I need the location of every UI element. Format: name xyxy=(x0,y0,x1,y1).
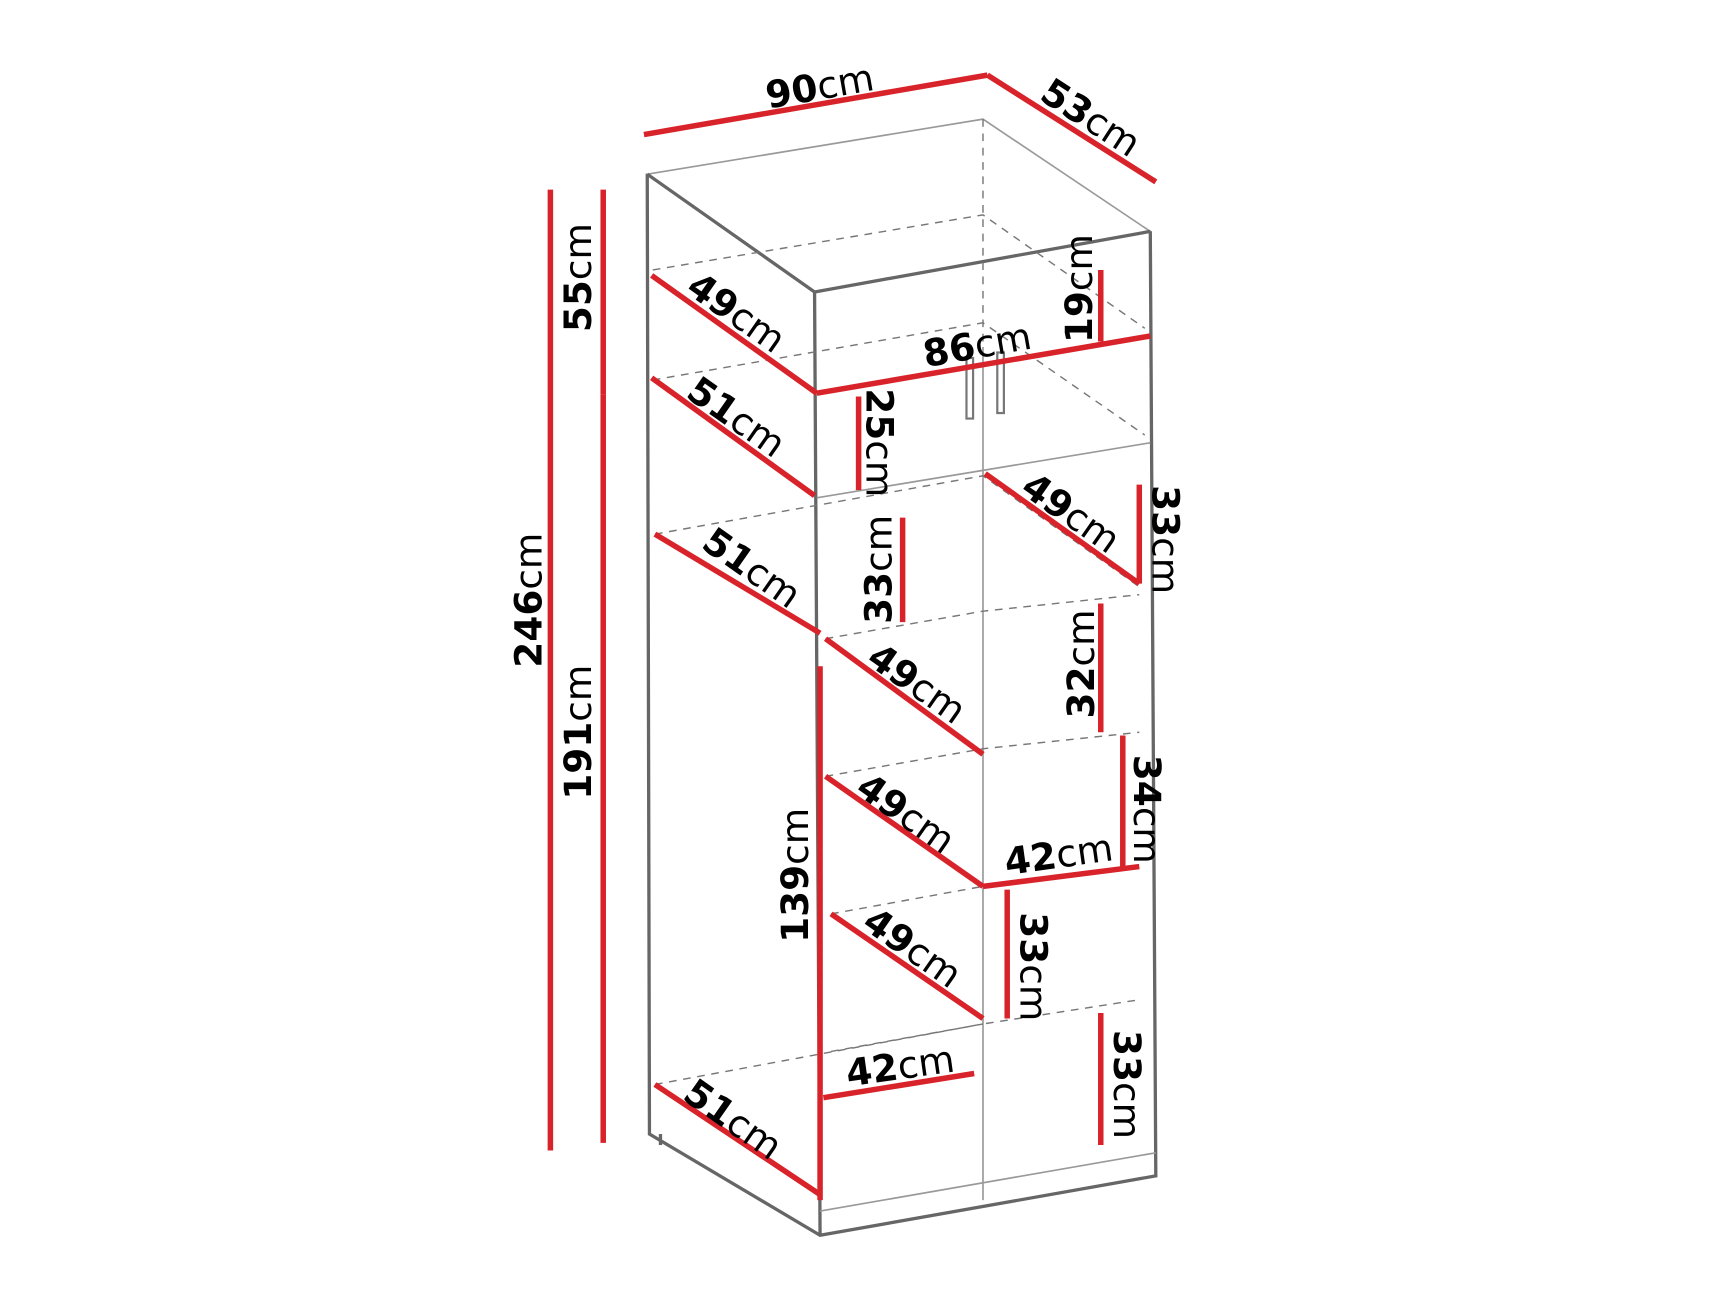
dimension-label-dimensions-4: 25cm xyxy=(858,388,902,497)
dimension-value: 246 xyxy=(506,590,550,668)
dimension-value: 32 xyxy=(1059,666,1103,718)
dimension-line-dimensions-13 xyxy=(982,863,1140,890)
dimension-value: 191 xyxy=(556,722,600,800)
dimension-label-dimensions-5: 49cm xyxy=(1014,463,1129,562)
dimension-unit: cm xyxy=(856,515,900,572)
dimension-value: 42 xyxy=(843,1044,901,1095)
dimension-unit: cm xyxy=(1105,1082,1149,1139)
dimension-unit: cm xyxy=(1012,964,1056,1021)
dimension-unit: cm xyxy=(858,440,902,497)
dimension-line-dimensions-12 xyxy=(823,774,985,889)
dimension-value: 139 xyxy=(772,865,816,943)
dimension-unit: cm xyxy=(1053,825,1116,877)
dimension-label-dimensions-1: 86cm xyxy=(920,313,1035,375)
dimension-value: 33 xyxy=(1012,912,1056,964)
dimension-line-overall-depth xyxy=(985,72,1158,185)
dimension-label-dimensions-3: 51cm xyxy=(679,367,794,466)
dimension-line-dimensions-0 xyxy=(650,273,819,396)
dimension-line-dimensions-7 xyxy=(653,531,822,636)
dimension-value: 34 xyxy=(1125,755,1169,807)
dimension-value: 55 xyxy=(556,280,600,332)
dimension-value: 90 xyxy=(762,65,821,117)
dimension-value: 42 xyxy=(1002,833,1060,884)
dimension-label-dimensions-2: 19cm xyxy=(1056,234,1100,343)
dimension-label-dimensions-16: 49cm xyxy=(856,898,971,997)
dimension-label-overall-height: 246cm xyxy=(506,533,550,668)
dimension-label-dimensions-12: 49cm xyxy=(849,763,964,862)
dimension-unit: cm xyxy=(895,1036,958,1088)
dimension-line-dimensions-5 xyxy=(983,471,1141,586)
dimension-unit: cm xyxy=(772,808,816,865)
dimension-value: 33 xyxy=(856,572,900,624)
dimension-unit: cm xyxy=(971,313,1035,366)
dimension-unit: cm xyxy=(1056,234,1100,291)
dimension-label-dimensions-11: 34cm xyxy=(1125,755,1169,864)
dimension-label-dimensions-14: 139cm xyxy=(772,808,816,943)
dimension-label-dimensions-0: 49cm xyxy=(679,263,794,362)
dimension-label-dimensions-17: 42cm xyxy=(843,1036,957,1095)
dimension-value: 25 xyxy=(858,388,902,440)
dimension-line-dimensions-19 xyxy=(653,1082,822,1197)
dimension-label-overall-width: 90cm xyxy=(762,55,877,117)
dimension-line-dimensions-1 xyxy=(816,333,1151,396)
dimension-unit: cm xyxy=(1059,609,1103,666)
dimension-label-dimensions-6: 33cm xyxy=(1144,485,1188,594)
dimension-unit: cm xyxy=(556,223,600,280)
dimension-label-dimensions-13: 42cm xyxy=(1002,825,1116,884)
dimension-label-dimensions-8: 33cm xyxy=(856,515,900,624)
dimension-unit: cm xyxy=(556,665,600,722)
dimension-line-overall-width xyxy=(643,72,988,138)
dimension-line-dimensions-17 xyxy=(822,1070,975,1101)
dimension-value: 33 xyxy=(1105,1030,1149,1082)
dimension-unit: cm xyxy=(506,533,550,590)
door-handle-right xyxy=(996,351,1005,415)
dimension-lines xyxy=(547,72,1158,1201)
dimension-line-dimensions-3 xyxy=(650,375,817,498)
dimension-value: 19 xyxy=(1056,291,1100,343)
dimension-label-overall-bottom-section-height: 191cm xyxy=(556,665,600,800)
dimension-line-dimensions-9 xyxy=(823,636,985,757)
dimension-value: 33 xyxy=(1144,485,1188,537)
dimension-value: 86 xyxy=(920,323,979,375)
dimension-label-overall-top-section-height: 55cm xyxy=(556,223,600,332)
dimension-label-dimensions-10: 32cm xyxy=(1059,609,1103,718)
dimension-label-dimensions-19: 51cm xyxy=(676,1069,791,1168)
door-handle-left xyxy=(965,356,975,420)
dimension-label-dimensions-9: 49cm xyxy=(860,634,975,733)
dimension-label-dimensions-18: 33cm xyxy=(1105,1030,1149,1139)
dimension-unit: cm xyxy=(813,55,877,108)
dimension-unit: cm xyxy=(1125,807,1169,864)
dimension-unit: cm xyxy=(1144,537,1188,594)
dimension-label-dimensions-15: 33cm xyxy=(1012,912,1056,1021)
dimension-line-dimensions-16 xyxy=(829,911,985,1021)
